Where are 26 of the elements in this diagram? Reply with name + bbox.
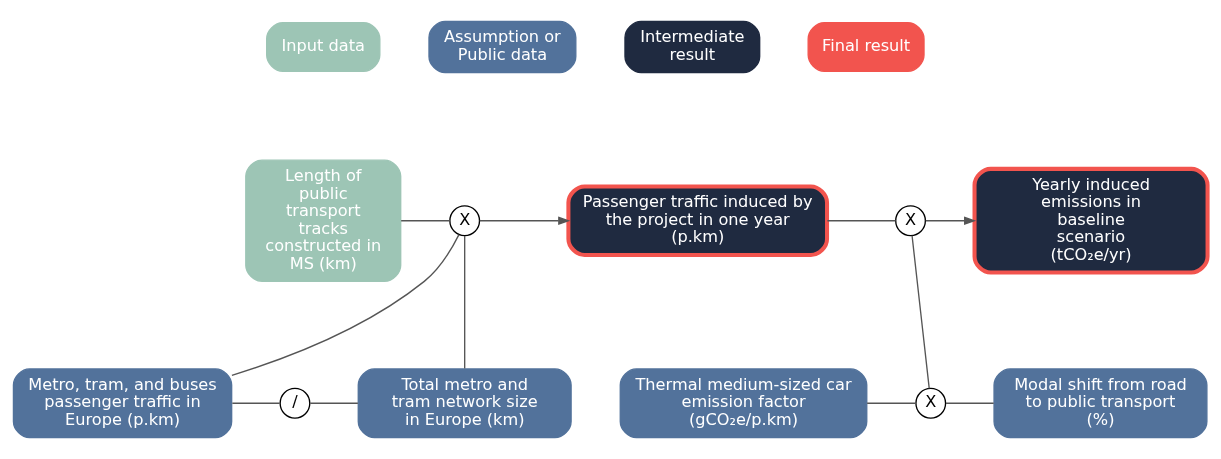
connector bbox=[309, 402, 359, 404]
node-box: Yearly induced emissions in baseline scenario (tCO₂e/yr) bbox=[972, 166, 1210, 275]
connector bbox=[231, 402, 281, 404]
legend-label: Final result bbox=[822, 36, 911, 56]
node-box: Modal shift from road to public transport (%) bbox=[993, 368, 1208, 439]
node-box: Passenger traffic induced by the project in one year (p.km) bbox=[566, 184, 830, 258]
node-box: Thermal medium-sized car emission factor (gCO₂e/p.km) bbox=[619, 368, 868, 439]
node-box: Metro, tram, and buses passenger traffic in Europe (p.km) bbox=[12, 368, 233, 439]
connector bbox=[231, 233, 460, 376]
legend-label: Assumption or Public data bbox=[444, 27, 561, 64]
node-circle: / bbox=[279, 387, 311, 419]
connector bbox=[464, 235, 466, 370]
node-box: Total metro and tram network size in Europe (km) bbox=[357, 368, 572, 439]
connector bbox=[866, 402, 917, 404]
connector bbox=[400, 220, 451, 222]
connector bbox=[911, 235, 930, 390]
arrow bbox=[479, 216, 571, 225]
arrow bbox=[925, 216, 977, 225]
node-circle: X bbox=[915, 387, 947, 419]
legend-label: Input data bbox=[281, 36, 365, 56]
legend-label: Intermediate result bbox=[640, 27, 745, 64]
node-circle: X bbox=[449, 205, 481, 237]
node-circle: X bbox=[895, 205, 927, 237]
connector bbox=[945, 402, 995, 404]
connector bbox=[826, 220, 897, 222]
node-box: Length of public transport tracks constructed in MS (km) bbox=[245, 159, 402, 283]
